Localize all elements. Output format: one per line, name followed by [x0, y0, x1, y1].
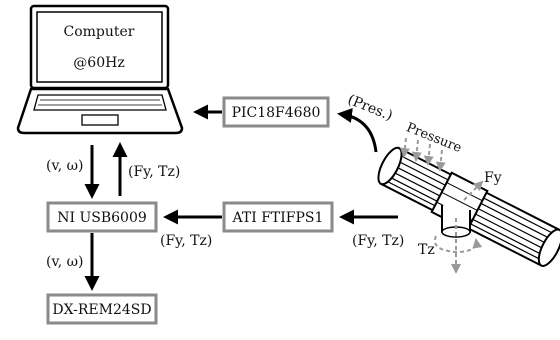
pres-label: (Pres.) [345, 92, 395, 124]
computer-title: Computer [64, 24, 135, 40]
ni-label: NI USB6009 [57, 210, 147, 226]
pic-label: PIC18F4680 [232, 105, 321, 121]
fy-tz-label-right: (Fy, Tz) [352, 233, 404, 249]
pressure-arrows [399, 137, 446, 172]
dx-box [46, 293, 158, 325]
pressure-to-pic-arrow [337, 108, 378, 153]
pic-box [222, 96, 330, 128]
fy-tz-label-mid: (Fy, Tz) [160, 233, 212, 249]
ni-box [46, 201, 158, 233]
v-omega-label-bottom: (v, ω) [46, 254, 84, 270]
v-omega-label-top: (v, ω) [46, 158, 84, 174]
handle-sensor-icon [377, 146, 560, 267]
computer-rate: @60Hz [73, 55, 124, 71]
ati-label: ATI FTIFPS1 [232, 210, 324, 226]
fy-label: Fy [484, 170, 502, 186]
tz-label: Tz [418, 242, 435, 258]
tz-rotation-arrow [434, 235, 483, 254]
dx-label: DX-REM24SD [52, 302, 151, 318]
ati-box [222, 201, 334, 233]
fy-arrow [463, 180, 484, 201]
laptop-icon [16, 4, 184, 135]
fy-tz-label-left: (Fy, Tz) [128, 164, 180, 180]
pressure-label: Pressure [404, 120, 464, 156]
